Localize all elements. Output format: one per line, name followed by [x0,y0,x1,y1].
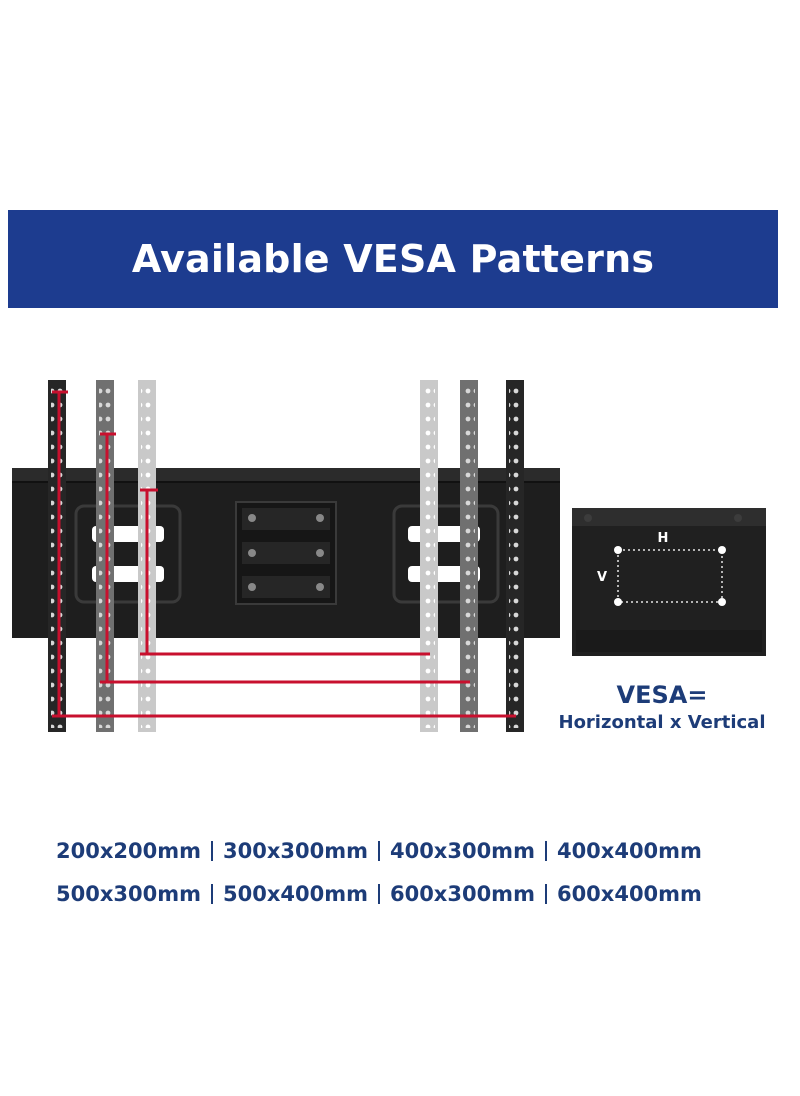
size-label: 400x300mm [389,839,535,863]
vesa-definition: Horizontal x Vertical [558,712,766,733]
size-label: 600x300mm [389,882,535,906]
vesa-hole-tl [614,546,622,554]
h-label: H [658,531,669,546]
separator [544,841,547,861]
separator [210,884,213,904]
separator [210,841,213,861]
vesa-hole-br [718,598,726,606]
sizes-row-2: 500x300mm 500x400mm 600x300mm 600x400mm [56,879,756,909]
wall-mount-illustration [12,380,560,732]
vesa-equation: VESA= [616,681,708,709]
vesa-hole-tr [718,546,726,554]
size-label: 300x300mm [222,839,368,863]
tv-back-diagram: H V [572,508,766,656]
size-label: 600x400mm [556,882,702,906]
size-label: 500x300mm [56,882,201,906]
size-label: 500x400mm [222,882,368,906]
v-label: V [597,570,607,585]
vesa-hole-bl [614,598,622,606]
size-label: 200x200mm [56,839,201,863]
separator [377,841,380,861]
title-banner: Available VESA Patterns [8,210,778,308]
right-window-frame [392,504,500,604]
vesa-caption: VESA= Horizontal x Vertical [552,680,772,736]
size-label: 400x400mm [556,839,702,863]
sizes-row-1: 200x200mm 300x300mm 400x300mm 400x400mm [56,836,756,866]
vesa-measure-markers [52,390,516,718]
left-window-frame [74,504,182,604]
separator [377,884,380,904]
separator [544,884,547,904]
banner-title: Available VESA Patterns [131,237,655,281]
